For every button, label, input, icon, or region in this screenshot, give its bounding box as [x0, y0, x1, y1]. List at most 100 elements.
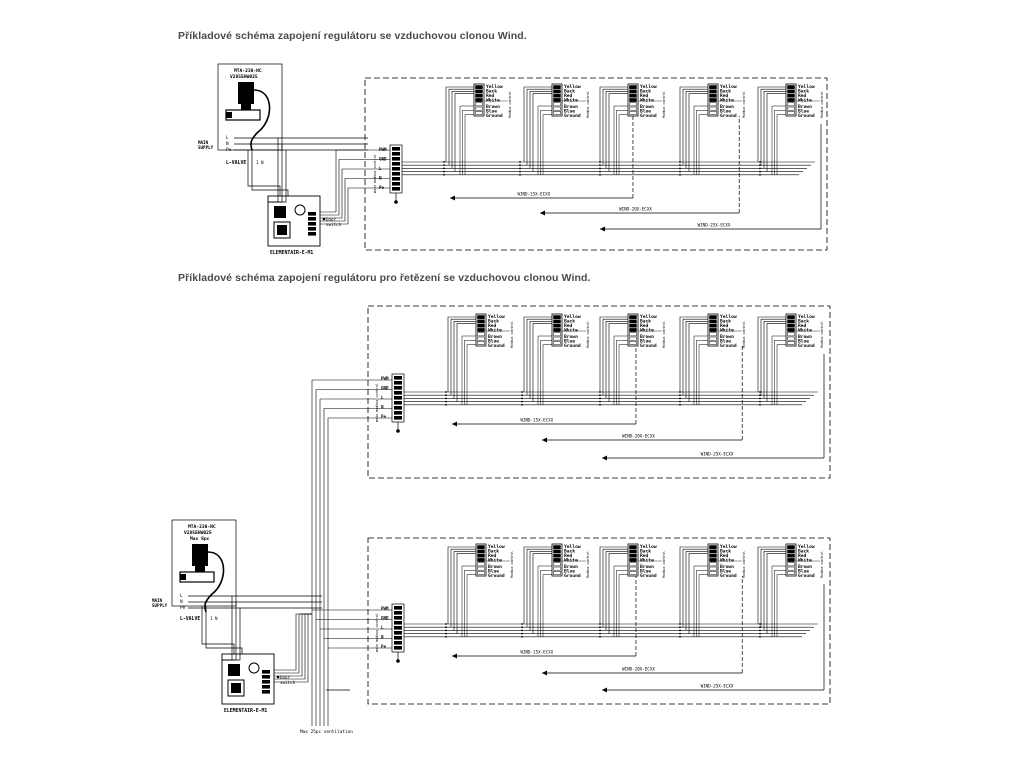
- model-label-1: WIND-15X-ECXX: [520, 418, 553, 423]
- terminal-pin: [477, 549, 485, 554]
- fan-unit-side-label: Modbus control: [820, 551, 824, 578]
- unit-drop-wire: [774, 570, 786, 637]
- main-terminal-pin: [392, 167, 400, 171]
- unit-drop-wire: [540, 340, 552, 405]
- main-terminal-pin: [392, 182, 400, 186]
- junction: [679, 170, 681, 173]
- terminal-pin: [475, 93, 483, 98]
- main-side-label: main modbus control: [375, 383, 379, 422]
- unit-drop-wire: [682, 88, 708, 166]
- wire-label-blue: Blue: [486, 109, 497, 115]
- model-label-2: WIND-20X-ECXX: [622, 434, 655, 439]
- unit-drop-wire: [464, 570, 476, 637]
- main-terminal-pin: [392, 162, 400, 166]
- wire-label-ground: Ground: [488, 573, 505, 579]
- ground-node: [396, 429, 400, 433]
- wire-label-brown: Brown: [798, 334, 812, 340]
- fan-unit-side-label: Modbus control: [586, 321, 590, 348]
- wire-label-yellow: Yellow: [798, 544, 815, 550]
- door-switch-label-2: switch: [326, 222, 342, 227]
- terminal-pin: [787, 336, 795, 341]
- wire-label-back: Back: [488, 549, 499, 555]
- main-terminal-label: L: [381, 625, 384, 630]
- wire-label-back: Back: [488, 319, 499, 325]
- unit-drop-wire: [698, 114, 708, 175]
- fan-unit-pin-label: PWM: [477, 546, 483, 550]
- main-terminal-pin: [394, 621, 402, 625]
- main-terminal-label: GND: [379, 157, 387, 162]
- controller-bus-wire: [274, 613, 312, 680]
- unit-drop-wire: [682, 548, 708, 628]
- valve-actuator: [192, 544, 208, 566]
- wire-label-blue: Blue: [798, 109, 809, 115]
- fan-unit-side-label: Modbus control: [662, 551, 666, 578]
- main-terminal-label: N: [379, 176, 382, 181]
- unit-drop-wire: [537, 335, 552, 405]
- fan-unit-side-label: Modbus control: [820, 321, 824, 348]
- main-terminal-label: GND: [381, 386, 389, 391]
- main-side-label: main modbus control: [375, 613, 379, 652]
- terminal-pin: [709, 566, 717, 571]
- junction: [521, 626, 523, 629]
- main-terminal-pin: [394, 636, 402, 640]
- unit-drop-wire: [771, 565, 786, 637]
- length-arrow-head: [452, 653, 457, 659]
- main-terminal-label: L: [379, 166, 382, 171]
- wire-label-back: Back: [798, 89, 809, 95]
- terminal-pin: [553, 549, 561, 554]
- wire-label-brown: Brown: [720, 104, 734, 110]
- junction: [679, 397, 681, 400]
- valve-pin-label: 1 N: [210, 616, 218, 621]
- terminal-pin: [553, 98, 561, 102]
- valve-pipe-end: [180, 574, 186, 580]
- unit-drop-wire: [526, 88, 552, 166]
- fan-unit-side-label: Modbus control: [586, 551, 590, 578]
- unit-drop-wire: [537, 565, 552, 637]
- fan-unit-pin-label: PWM: [709, 86, 715, 90]
- ground-node: [396, 659, 400, 663]
- junction: [679, 623, 681, 625]
- model-label-1: WIND-15X-ECXX: [517, 192, 550, 197]
- junction: [519, 167, 521, 170]
- terminal-pin: [787, 332, 795, 337]
- unit-drop-wire: [616, 340, 628, 405]
- wire-label-yellow: Yellow: [798, 314, 815, 320]
- unit-drop-wire: [685, 551, 708, 631]
- controller-main-wire: [320, 187, 390, 225]
- wire-label-red: Red: [720, 553, 729, 559]
- terminal-pin: [787, 323, 795, 328]
- junction: [521, 623, 523, 625]
- valve-controller-wire: [201, 606, 235, 654]
- junction: [521, 403, 523, 406]
- wire-label-brown: Brown: [798, 564, 812, 570]
- junction: [521, 391, 523, 393]
- fan-unit-pin-label: PWM: [629, 86, 635, 90]
- terminal-pin: [709, 545, 717, 549]
- supply-controller-wire: [268, 150, 287, 203]
- terminal-pin: [553, 545, 561, 549]
- unit-drop-wire: [466, 574, 476, 637]
- unit-drop-wire: [526, 318, 552, 396]
- main-terminal-label: GND: [381, 616, 389, 621]
- main-supply-label-2: SUPPLY: [152, 603, 168, 608]
- wire-label-red: Red: [564, 323, 573, 329]
- terminal-pin: [477, 562, 485, 567]
- phase-label: Pe: [180, 605, 186, 611]
- fan-unit-side-label: Modbus control: [510, 551, 514, 578]
- main-terminal-label: L: [381, 395, 384, 400]
- terminal-pin: [787, 558, 795, 562]
- controller-main-wire: [320, 168, 390, 219]
- main-terminal-pin: [392, 177, 400, 181]
- junction: [679, 164, 681, 167]
- controller-core: [231, 683, 241, 693]
- junction: [759, 626, 761, 629]
- wire-label-ground: Ground: [564, 573, 581, 579]
- unit-drop-wire: [464, 340, 476, 405]
